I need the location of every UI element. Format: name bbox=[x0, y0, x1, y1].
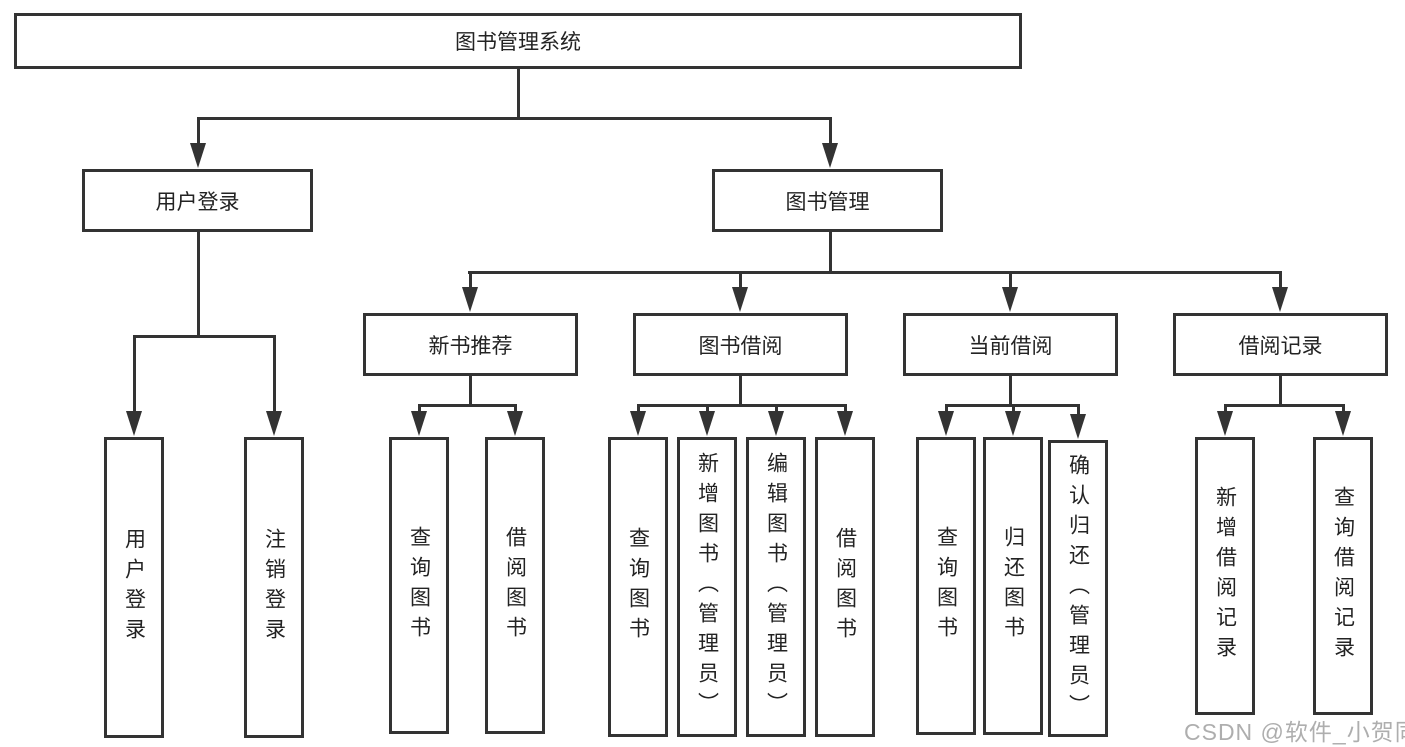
connector-line bbox=[706, 404, 709, 415]
leaf-return-books: 归还图书 bbox=[983, 437, 1043, 735]
connector-line bbox=[133, 335, 136, 415]
connector-line bbox=[517, 68, 520, 118]
arrow-down-icon bbox=[1272, 287, 1288, 312]
connector-line bbox=[197, 117, 832, 120]
arrow-down-icon bbox=[938, 411, 954, 436]
arrow-down-icon bbox=[126, 411, 142, 436]
connector-line bbox=[469, 271, 472, 291]
node-system-root: 图书管理系统 bbox=[14, 13, 1022, 69]
leaf-query-borrow-record: 查询借阅记录 bbox=[1313, 437, 1373, 715]
arrow-down-icon bbox=[1070, 414, 1086, 439]
leaf-add-borrow-record: 新增借阅记录 bbox=[1195, 437, 1255, 715]
arrow-down-icon bbox=[768, 411, 784, 436]
arrow-down-icon bbox=[462, 287, 478, 312]
connector-line bbox=[197, 117, 200, 147]
leaf-confirm-return-admin: 确认归还（管理员） bbox=[1048, 440, 1108, 737]
leaf-edit-books-admin: 编辑图书（管理员） bbox=[746, 437, 806, 737]
connector-line bbox=[514, 404, 517, 415]
arrow-down-icon bbox=[190, 143, 206, 168]
leaf-query-books-2: 查询图书 bbox=[608, 437, 668, 737]
connector-line bbox=[197, 231, 200, 337]
arrow-down-icon bbox=[411, 411, 427, 436]
connector-line bbox=[637, 404, 640, 415]
connector-line bbox=[1009, 375, 1012, 406]
arrow-down-icon bbox=[1002, 287, 1018, 312]
connector-line bbox=[1342, 404, 1345, 415]
connector-line bbox=[1224, 404, 1345, 407]
connector-line bbox=[468, 271, 1282, 274]
leaf-add-books-admin: 新增图书（管理员） bbox=[677, 437, 737, 737]
connector-line bbox=[1009, 271, 1012, 291]
node-current-borrowing: 当前借阅 bbox=[903, 313, 1118, 376]
leaf-logout: 注销登录 bbox=[244, 437, 304, 738]
connector-line bbox=[1279, 271, 1282, 291]
connector-line bbox=[775, 404, 778, 415]
connector-line bbox=[1224, 404, 1227, 415]
node-book-borrowing: 图书借阅 bbox=[633, 313, 848, 376]
connector-line bbox=[637, 404, 847, 407]
node-new-book-recommend: 新书推荐 bbox=[363, 313, 578, 376]
arrow-down-icon bbox=[1335, 411, 1351, 436]
arrow-down-icon bbox=[1217, 411, 1233, 436]
connector-line bbox=[1012, 404, 1015, 415]
connector-line bbox=[1077, 404, 1080, 415]
leaf-query-books-1: 查询图书 bbox=[389, 437, 449, 734]
leaf-user-login: 用户登录 bbox=[104, 437, 164, 738]
connector-line bbox=[418, 404, 421, 415]
connector-line bbox=[1279, 375, 1282, 406]
arrow-down-icon bbox=[630, 411, 646, 436]
arrow-down-icon bbox=[1005, 411, 1021, 436]
node-user-login: 用户登录 bbox=[82, 169, 313, 232]
leaf-borrow-books-1: 借阅图书 bbox=[485, 437, 545, 734]
connector-line bbox=[133, 335, 276, 338]
connector-line bbox=[418, 404, 517, 407]
arrow-down-icon bbox=[507, 411, 523, 436]
connector-line bbox=[739, 271, 742, 291]
arrow-down-icon bbox=[266, 411, 282, 436]
connector-line bbox=[469, 375, 472, 406]
leaf-query-books-3: 查询图书 bbox=[916, 437, 976, 735]
watermark: CSDN @软件_小贺同学 bbox=[1184, 719, 1405, 745]
connector-line bbox=[844, 404, 847, 415]
arrow-down-icon bbox=[732, 287, 748, 312]
connector-line bbox=[945, 404, 948, 415]
arrow-down-icon bbox=[699, 411, 715, 436]
node-book-management: 图书管理 bbox=[712, 169, 943, 232]
arrow-down-icon bbox=[837, 411, 853, 436]
leaf-borrow-books-2: 借阅图书 bbox=[815, 437, 875, 737]
arrow-down-icon bbox=[822, 143, 838, 168]
connector-line bbox=[829, 231, 832, 273]
connector-line bbox=[739, 375, 742, 406]
node-borrowing-records: 借阅记录 bbox=[1173, 313, 1388, 376]
connector-line bbox=[273, 335, 276, 415]
connector-line bbox=[829, 117, 832, 147]
